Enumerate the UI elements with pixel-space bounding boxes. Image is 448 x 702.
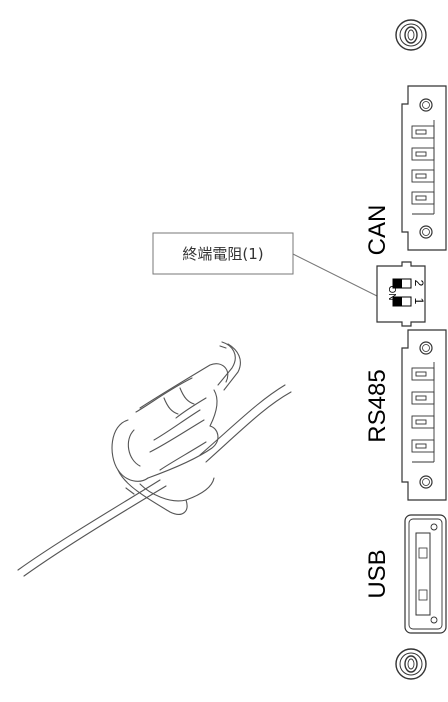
mounting-screw-bottom (395, 648, 427, 680)
cable-wire-lower (23, 485, 167, 577)
rs485-pin-slots (411, 362, 435, 463)
dip-switch-2 (392, 278, 412, 289)
dip-on-label: ON (386, 286, 397, 301)
callout-leader-line (292, 253, 378, 297)
dip-switch-1 (392, 296, 412, 307)
can-connector (401, 85, 447, 251)
cable-wire-upper (17, 479, 161, 571)
cable-end-upper (217, 341, 236, 386)
rs485-connector (401, 329, 447, 501)
dip-switch-2-label: 2 (412, 280, 426, 287)
termination-resistor-callout: 終端電阻(1) (152, 232, 378, 297)
cable-end-lower (223, 343, 241, 391)
callout-box (152, 232, 294, 275)
callout-text: 終端電阻(1) (182, 245, 263, 263)
can-pin-slots (411, 120, 435, 215)
dip-switch-1-label: 1 (412, 298, 426, 305)
usb-label: USB (364, 549, 391, 598)
can-label: CAN (364, 205, 391, 256)
rs485-label: RS485 (364, 369, 391, 442)
usb-port (404, 514, 447, 634)
ferrite-outer-top (139, 363, 229, 409)
cable-wire-exit-lower (205, 391, 292, 463)
ferrite-core-illustration (17, 341, 292, 577)
dip-switch (376, 261, 426, 327)
ferrite-outer-left (111, 419, 149, 482)
mounting-screw-top (395, 19, 427, 51)
cable-wire-exit-upper (199, 384, 286, 456)
